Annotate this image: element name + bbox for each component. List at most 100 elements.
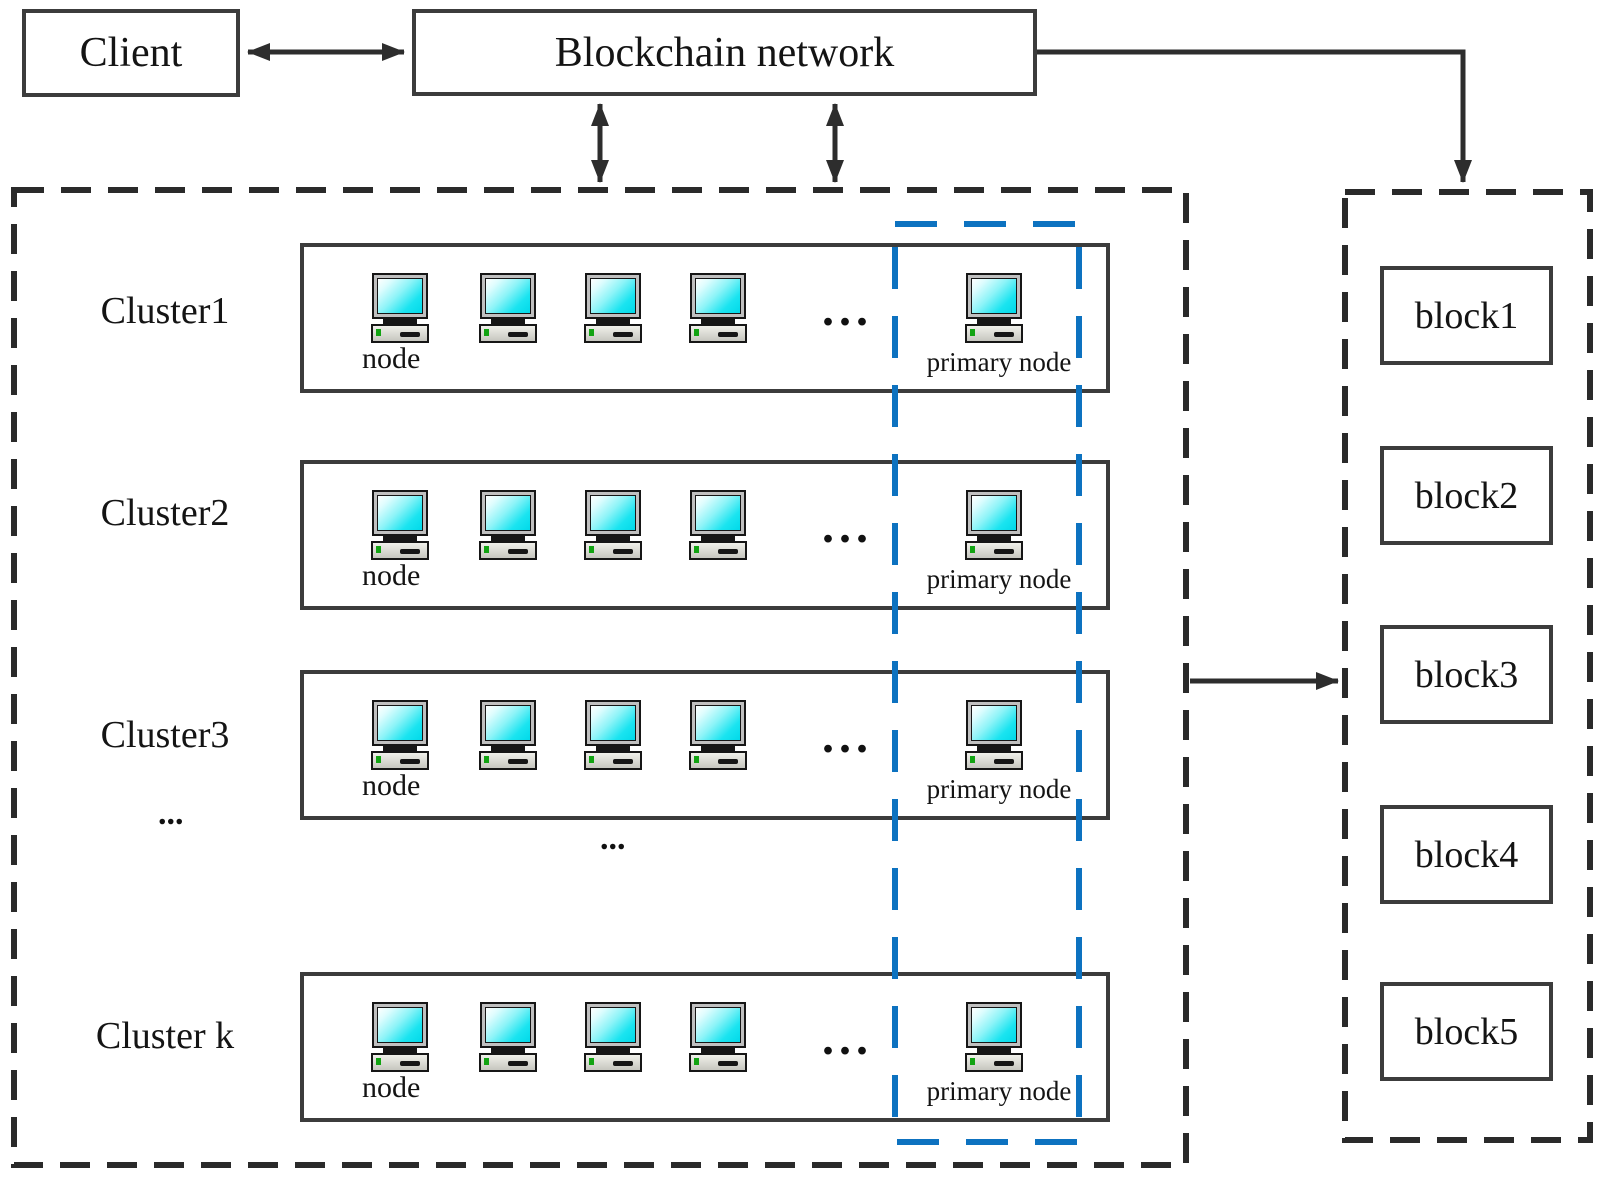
block4-box: block4: [1380, 805, 1553, 904]
primary-node-computer-icon: [964, 700, 1026, 772]
node-computer-icon: [688, 490, 750, 562]
screen: [485, 278, 531, 314]
monitor: [966, 273, 1022, 319]
node-computer-icon: [478, 490, 540, 562]
screen: [485, 705, 531, 741]
monitor: [690, 700, 746, 746]
screen: [590, 495, 636, 531]
monitor: [372, 1002, 428, 1048]
computer-base: [965, 1053, 1023, 1072]
power-led: [376, 1058, 381, 1065]
cluster3-row: ... node primary node: [300, 670, 1110, 820]
power-led: [970, 546, 975, 553]
power-led: [484, 756, 489, 763]
screen: [377, 495, 423, 531]
computer-base: [689, 541, 747, 560]
screen: [485, 1007, 531, 1043]
screen: [695, 278, 741, 314]
node-computer-icon: [370, 490, 432, 562]
computer-base: [584, 1053, 642, 1072]
monitor: [966, 490, 1022, 536]
screen: [695, 705, 741, 741]
drive-slot: [400, 549, 420, 554]
power-led: [970, 1058, 975, 1065]
node-label: node: [362, 769, 421, 802]
node-computer-icon: [583, 1002, 645, 1074]
computer-base: [584, 541, 642, 560]
node-computer-icon: [583, 700, 645, 772]
monitor: [480, 273, 536, 319]
computer-base: [479, 324, 537, 343]
monitor: [372, 273, 428, 319]
computer-base: [479, 1053, 537, 1072]
drive-slot: [718, 1061, 738, 1066]
computer-base: [965, 324, 1023, 343]
node-computer-icon: [370, 273, 432, 345]
block2-label: block2: [1414, 474, 1519, 517]
more-nodes-ellipsis: ...: [822, 1012, 873, 1065]
clusters-vertical-ellipsis: ...: [158, 795, 184, 832]
drive-slot: [718, 332, 738, 337]
block5-box: block5: [1380, 982, 1553, 1081]
power-led: [376, 756, 381, 763]
primary-node-computer-icon: [964, 273, 1026, 345]
power-led: [970, 756, 975, 763]
monitor: [372, 490, 428, 536]
screen: [590, 705, 636, 741]
screen: [590, 1007, 636, 1043]
rows-vertical-ellipsis: ...: [600, 820, 626, 857]
node-computer-icon: [688, 1002, 750, 1074]
monitor: [372, 700, 428, 746]
power-led: [589, 546, 594, 553]
node-computer-icon: [370, 700, 432, 772]
node-label: node: [362, 342, 421, 375]
screen: [590, 278, 636, 314]
screen: [485, 495, 531, 531]
screen: [971, 1007, 1017, 1043]
screen: [971, 495, 1017, 531]
drive-slot: [508, 332, 528, 337]
computer-base: [479, 541, 537, 560]
power-led: [589, 756, 594, 763]
primary-node-label: primary node: [926, 347, 1072, 377]
screen: [377, 278, 423, 314]
monitor: [585, 1002, 641, 1048]
power-led: [376, 546, 381, 553]
client-label: Client: [79, 30, 183, 76]
cluster1-label: Cluster1: [100, 290, 230, 332]
drive-slot: [400, 332, 420, 337]
power-led: [589, 1058, 594, 1065]
drive-slot: [994, 1061, 1014, 1066]
power-led: [484, 546, 489, 553]
monitor: [585, 273, 641, 319]
block3-label: block3: [1414, 653, 1519, 696]
screen: [377, 705, 423, 741]
block1-label: block1: [1414, 294, 1519, 337]
blockchain-network-box: Blockchain network: [412, 9, 1037, 96]
network-ledger-arrow: [1037, 49, 1472, 183]
monitor: [480, 700, 536, 746]
screen: [695, 495, 741, 531]
more-nodes-ellipsis: ...: [822, 710, 873, 763]
drive-slot: [508, 549, 528, 554]
monitor: [966, 700, 1022, 746]
primary-node-label: primary node: [926, 564, 1072, 594]
monitor: [690, 1002, 746, 1048]
drive-slot: [508, 1061, 528, 1066]
primary-node-label: primary node: [926, 1076, 1072, 1106]
cluster2-label: Cluster2: [100, 492, 230, 534]
drive-slot: [718, 549, 738, 554]
node-computer-icon: [478, 700, 540, 772]
drive-slot: [613, 549, 633, 554]
cluster3-label: Cluster3: [100, 714, 230, 756]
monitor: [585, 700, 641, 746]
power-led: [484, 329, 489, 336]
drive-slot: [508, 759, 528, 764]
power-led: [589, 329, 594, 336]
drive-slot: [613, 1061, 633, 1066]
power-led: [694, 756, 699, 763]
node-computer-icon: [583, 490, 645, 562]
power-led: [694, 546, 699, 553]
node-computer-icon: [688, 700, 750, 772]
